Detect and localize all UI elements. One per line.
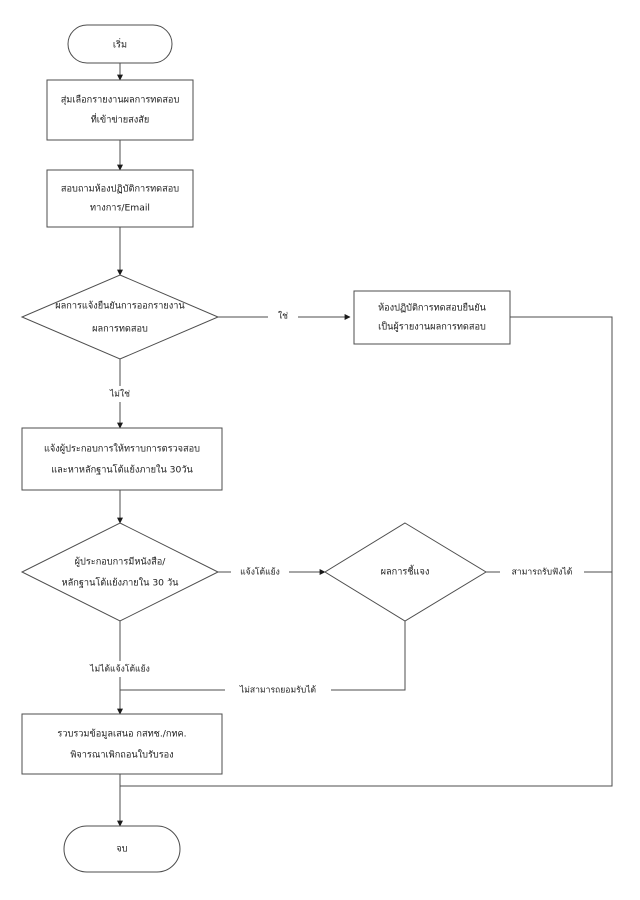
connector-explanation-not-acceptable <box>120 621 406 691</box>
node-select-report-line-2: ที่เข้าข่ายสงสัย <box>91 113 150 126</box>
node-confirm-decision[interactable]: ผลการแจ้งยืนยันการออกรายงาน ผลการทดสอบ <box>20 274 220 360</box>
node-ask-lab-line-1: สอบถามห้องปฏิบัติการทดสอบ <box>61 184 179 195</box>
edge-label-not-acceptable: ไม่สามารถยอมรับได้ <box>225 682 331 698</box>
edge-label-no-objection: ไม่ได้แจ้งโต้แย้ง <box>72 661 168 677</box>
node-start-label: เริ่ม <box>113 38 127 51</box>
node-operator-evidence-decision[interactable]: ผู้ประกอบการมีหนังสือ/ หลักฐานโต้แย้งภาย… <box>20 522 220 622</box>
node-lab-confirms-line-1: ห้องปฏิบัติการทดสอบยืนยัน <box>378 303 487 314</box>
node-ask-lab[interactable]: สอบถามห้องปฏิบัติการทดสอบ ทางการ/Email <box>46 169 194 228</box>
node-lab-confirms[interactable]: ห้องปฏิบัติการทดสอบยืนยัน เป็นผู้รายงานผ… <box>353 290 511 345</box>
node-explanation-result-label: ผลการชี้แจง <box>381 564 430 578</box>
node-start[interactable]: เริ่ม <box>67 24 173 64</box>
edge-label-yes-confirm: ใช่ <box>268 308 298 324</box>
edge-label-no-confirm: ไม่ใช่ <box>100 386 140 402</box>
node-collect-data-line-1: รวบรวมข้อมูลเสนอ กสทช./กทค. <box>57 729 186 740</box>
edge-label-acceptable-text: สามารถรับฟังได้ <box>512 567 573 578</box>
node-end[interactable]: จบ <box>63 825 181 873</box>
node-operator-evidence-line-2: หลักฐานโต้แย้งภายใน 30 วัน <box>62 577 180 589</box>
node-operator-evidence-line-1: ผู้ประกอบการมีหนังสือ/ <box>75 557 167 568</box>
edge-label-yes-confirm-text: ใช่ <box>278 311 288 322</box>
node-confirm-decision-line-1: ผลการแจ้งยืนยันการออกรายงาน <box>55 301 185 312</box>
node-collect-data-line-2: พิจารณาเพิกถอนใบรับรอง <box>70 750 173 761</box>
connector-lab-to-right-bus <box>120 316 613 787</box>
edge-label-notify-objection-text: แจ้งโต้แย้ง <box>240 567 280 578</box>
node-confirm-decision-line-2: ผลการทดสอบ <box>92 324 148 335</box>
node-notify-operator-line-1: แจ้งผู้ประกอบการให้ทราบการตรวจสอบ <box>44 444 200 455</box>
node-notify-operator[interactable]: แจ้งผู้ประกอบการให้ทราบการตรวจสอบ และหาห… <box>21 427 223 491</box>
node-collect-data[interactable]: รวบรวมข้อมูลเสนอ กสทช./กทค. พิจารณาเพิกถ… <box>21 713 223 775</box>
edge-label-no-objection-text: ไม่ได้แจ้งโต้แย้ง <box>89 664 150 675</box>
node-lab-confirms-line-2: เป็นผู้รายงานผลการทดสอบ <box>378 320 486 333</box>
node-notify-operator-line-2: และหาหลักฐานโต้แย้งภายใน 30วัน <box>51 464 193 476</box>
node-select-report-line-1: สุ่มเลือกรายงานผลการทดสอบ <box>61 95 180 106</box>
edge-label-notify-objection: แจ้งโต้แย้ง <box>231 564 289 580</box>
node-end-label: จบ <box>116 844 127 855</box>
edge-label-no-confirm-text: ไม่ใช่ <box>109 389 130 400</box>
edge-label-acceptable: สามารถรับฟังได้ <box>500 564 584 580</box>
node-ask-lab-line-2: ทางการ/Email <box>90 203 150 214</box>
node-explanation-result-decision[interactable]: ผลการชี้แจง <box>324 522 487 622</box>
edge-label-not-acceptable-text: ไม่สามารถยอมรับได้ <box>239 685 316 696</box>
node-select-report[interactable]: สุ่มเลือกรายงานผลการทดสอบ ที่เข้าข่ายสงส… <box>46 79 194 141</box>
